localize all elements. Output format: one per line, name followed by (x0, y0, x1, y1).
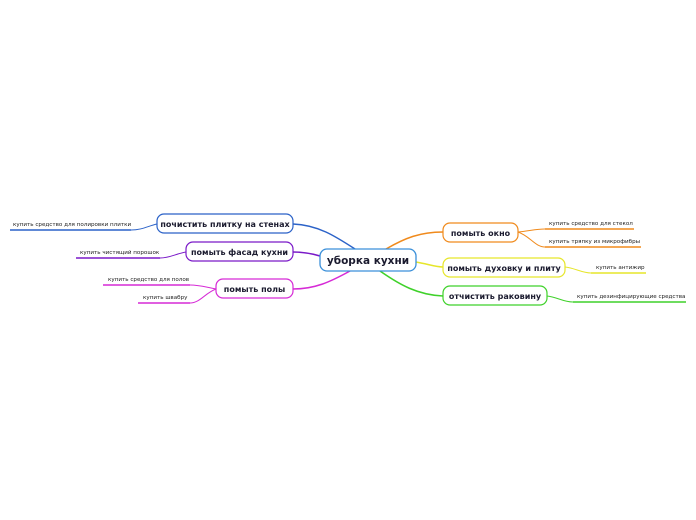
connector-central-oven (415, 261, 444, 268)
branch-node-sink-label: отчистить раковину (449, 292, 542, 301)
connector-central-facade (292, 251, 321, 257)
connector-central-window (385, 231, 444, 250)
leaf-sink-disinfectant-label: купить дезинфицирующие средства (577, 294, 685, 300)
leaf-window-cloth[interactable]: купить тряпку из микрофибры (545, 239, 641, 248)
branch-node-facade-box[interactable] (185, 241, 294, 262)
leaf-floors-cleaner[interactable]: купить средство для полов (103, 277, 190, 286)
connector-floors-leaf0 (189, 284, 217, 290)
connector-window-leaf0 (517, 228, 546, 233)
branch-node-window-label: помыть окно (451, 229, 511, 238)
central-node-box[interactable] (319, 248, 417, 272)
connectors (130, 223, 592, 304)
branch-node-oven[interactable]: помыть духовку и плиту (442, 257, 566, 278)
central-node[interactable]: уборка кухни (319, 248, 417, 272)
branch-node-oven-label: помыть духовку и плиту (447, 264, 561, 273)
connector-floors-leaf1 (189, 288, 217, 304)
branch-node-window[interactable]: помыть окно (442, 222, 519, 243)
connector-central-tiles (292, 223, 356, 250)
connector-central-sink (379, 270, 444, 297)
branch-node-floors-label: помыть полы (224, 285, 285, 294)
connector-window-leaf1 (517, 231, 546, 248)
connector-tiles-leaf0 (130, 223, 158, 231)
branch-node-sink[interactable]: отчистить раковину (442, 285, 548, 306)
leaf-window-glass[interactable]: купить средство для стекол (545, 221, 634, 230)
branch-node-tiles[interactable]: почистить плитку на стенах (156, 213, 294, 234)
leaf-window-cloth-label: купить тряпку из микрофибры (549, 239, 640, 245)
branch-node-oven-box[interactable] (442, 257, 566, 278)
connector-oven-leaf0 (564, 266, 592, 274)
branch-node-floors-box[interactable] (215, 278, 294, 299)
leaf-sink-disinfectant[interactable]: купить дезинфицирующие средства (573, 294, 686, 303)
leaf-tiles-polish-label: купить средство для полировки плитки (13, 222, 132, 228)
leaf-tiles-polish[interactable]: купить средство для полировки плитки (10, 222, 132, 231)
leaf-facade-powder[interactable]: купить чистящий порошок (76, 249, 160, 259)
connector-central-floors (292, 270, 351, 290)
branch-node-sink-box[interactable] (442, 285, 548, 306)
central-node-label: уборка кухни (327, 255, 409, 267)
connector-facade-leaf0 (159, 251, 187, 259)
leaf-window-glass-label: купить средство для стекол (549, 221, 633, 227)
branch-node-floors[interactable]: помыть полы (215, 278, 294, 299)
leaf-oven-degreaser-label: купить антижир (596, 265, 645, 271)
branch-node-window-box[interactable] (442, 222, 519, 243)
branch-node-tiles-box[interactable] (156, 213, 294, 234)
branch-node-tiles-label: почистить плитку на стенах (160, 220, 290, 229)
branch-node-facade[interactable]: помыть фасад кухни (185, 241, 294, 262)
leaf-facade-powder-label: купить чистящий порошок (80, 249, 160, 256)
branch-node-facade-label: помыть фасад кухни (191, 248, 288, 257)
leaf-floors-cleaner-label: купить средство для полов (108, 277, 189, 283)
leaf-floors-mop-label: купить швабру (143, 295, 188, 301)
connector-sink-leaf0 (546, 295, 574, 303)
leaf-floors-mop[interactable]: купить швабру (138, 295, 190, 304)
leaf-oven-degreaser[interactable]: купить антижир (591, 265, 646, 274)
